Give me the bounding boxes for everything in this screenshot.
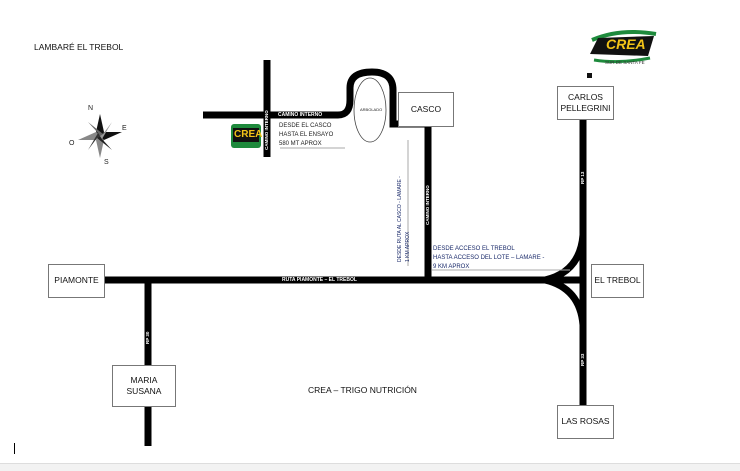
arbolado-area [353,77,387,143]
place-casco: CASCO [398,92,454,127]
road-label-camino-interno-vertical: CAMINO INTERNO [264,110,269,150]
note-line: HASTA EL ENSAYO [279,132,334,138]
note-ruta-casco: DESDE RUTA AL CASCO - LAMARE - 1 KM APRO… [396,176,412,262]
crea-logo-tagline: SUR DE SANTA FE [605,60,645,65]
road-label-rp30: RP 30 [145,331,150,344]
note-acceso-lote: DESDE ACCESO EL TREBOL HASTA ACCESO DEL … [433,245,544,272]
note-line: 1 KM APROX [405,231,411,262]
place-las-rosas-label: LAS ROSAS [561,416,610,427]
road-trebol-curve-south [544,276,587,326]
compass-s: S [104,159,109,166]
place-maria-susana: MARIA SUSANA [112,365,176,407]
compass-o: O [69,140,75,147]
place-carlos-pellegrini: CARLOS PELLEGRINI [557,86,614,120]
map-title: LAMBARÉ EL TREBOL [34,42,124,52]
road-trebol-curve-north [544,234,587,284]
text-cursor [14,443,15,454]
compass-rose-icon [78,114,122,158]
map-subtitle: CREA – TRIGO NUTRICIÓN [308,385,417,395]
road-label-rp33: RP 33 [580,353,585,366]
road-label-camino-interno-casco: CAMINO INTERNO [425,185,430,225]
place-el-trebol-label: EL TREBOL [594,275,641,286]
note-line: HASTA ACCESO DEL LOTE – LAMARE - [433,255,545,261]
place-maria-susana-label: MARIA SUSANA [126,374,162,396]
place-carlos-pellegrini-label: CARLOS PELLEGRINI [560,91,611,113]
road-label-rp13: RP 13 [580,171,585,184]
note-line: DESDE EL CASCO [279,123,332,129]
arbolado-label: ARBOLADO [360,107,383,112]
place-el-trebol: EL TREBOL [591,264,644,298]
note-casco-ensayo: DESDE EL CASCO HASTA EL ENSAYO 580 MT AP… [279,122,333,149]
crea-logo [590,30,657,64]
marker-square [587,73,592,78]
road-camino-interno [203,68,432,280]
road-label-ruta-piamonte: RUTA PIAMONTE – EL TREBOL [282,277,357,283]
crea-logo-small [231,124,261,148]
crea-logo-small-text: CREA [234,129,263,140]
place-casco-label: CASCO [410,103,442,114]
note-line: 580 MT APROX [279,141,322,147]
note-line: 9 KM APROX [433,264,470,270]
compass-e: E [122,125,127,132]
road-label-camino-interno: CAMINO INTERNO [278,112,323,118]
place-piamonte-label: PIAMONTE [54,275,99,286]
place-piamonte: PIAMONTE [48,264,105,298]
crea-logo-text: CREA [606,36,646,52]
note-line: DESDE RUTA AL CASCO - LAMARE - [397,176,403,262]
place-las-rosas: LAS ROSAS [557,405,614,439]
bottom-bar [0,463,740,471]
note-line: DESDE ACCESO EL TREBOL [433,246,515,252]
compass-n: N [88,105,94,112]
